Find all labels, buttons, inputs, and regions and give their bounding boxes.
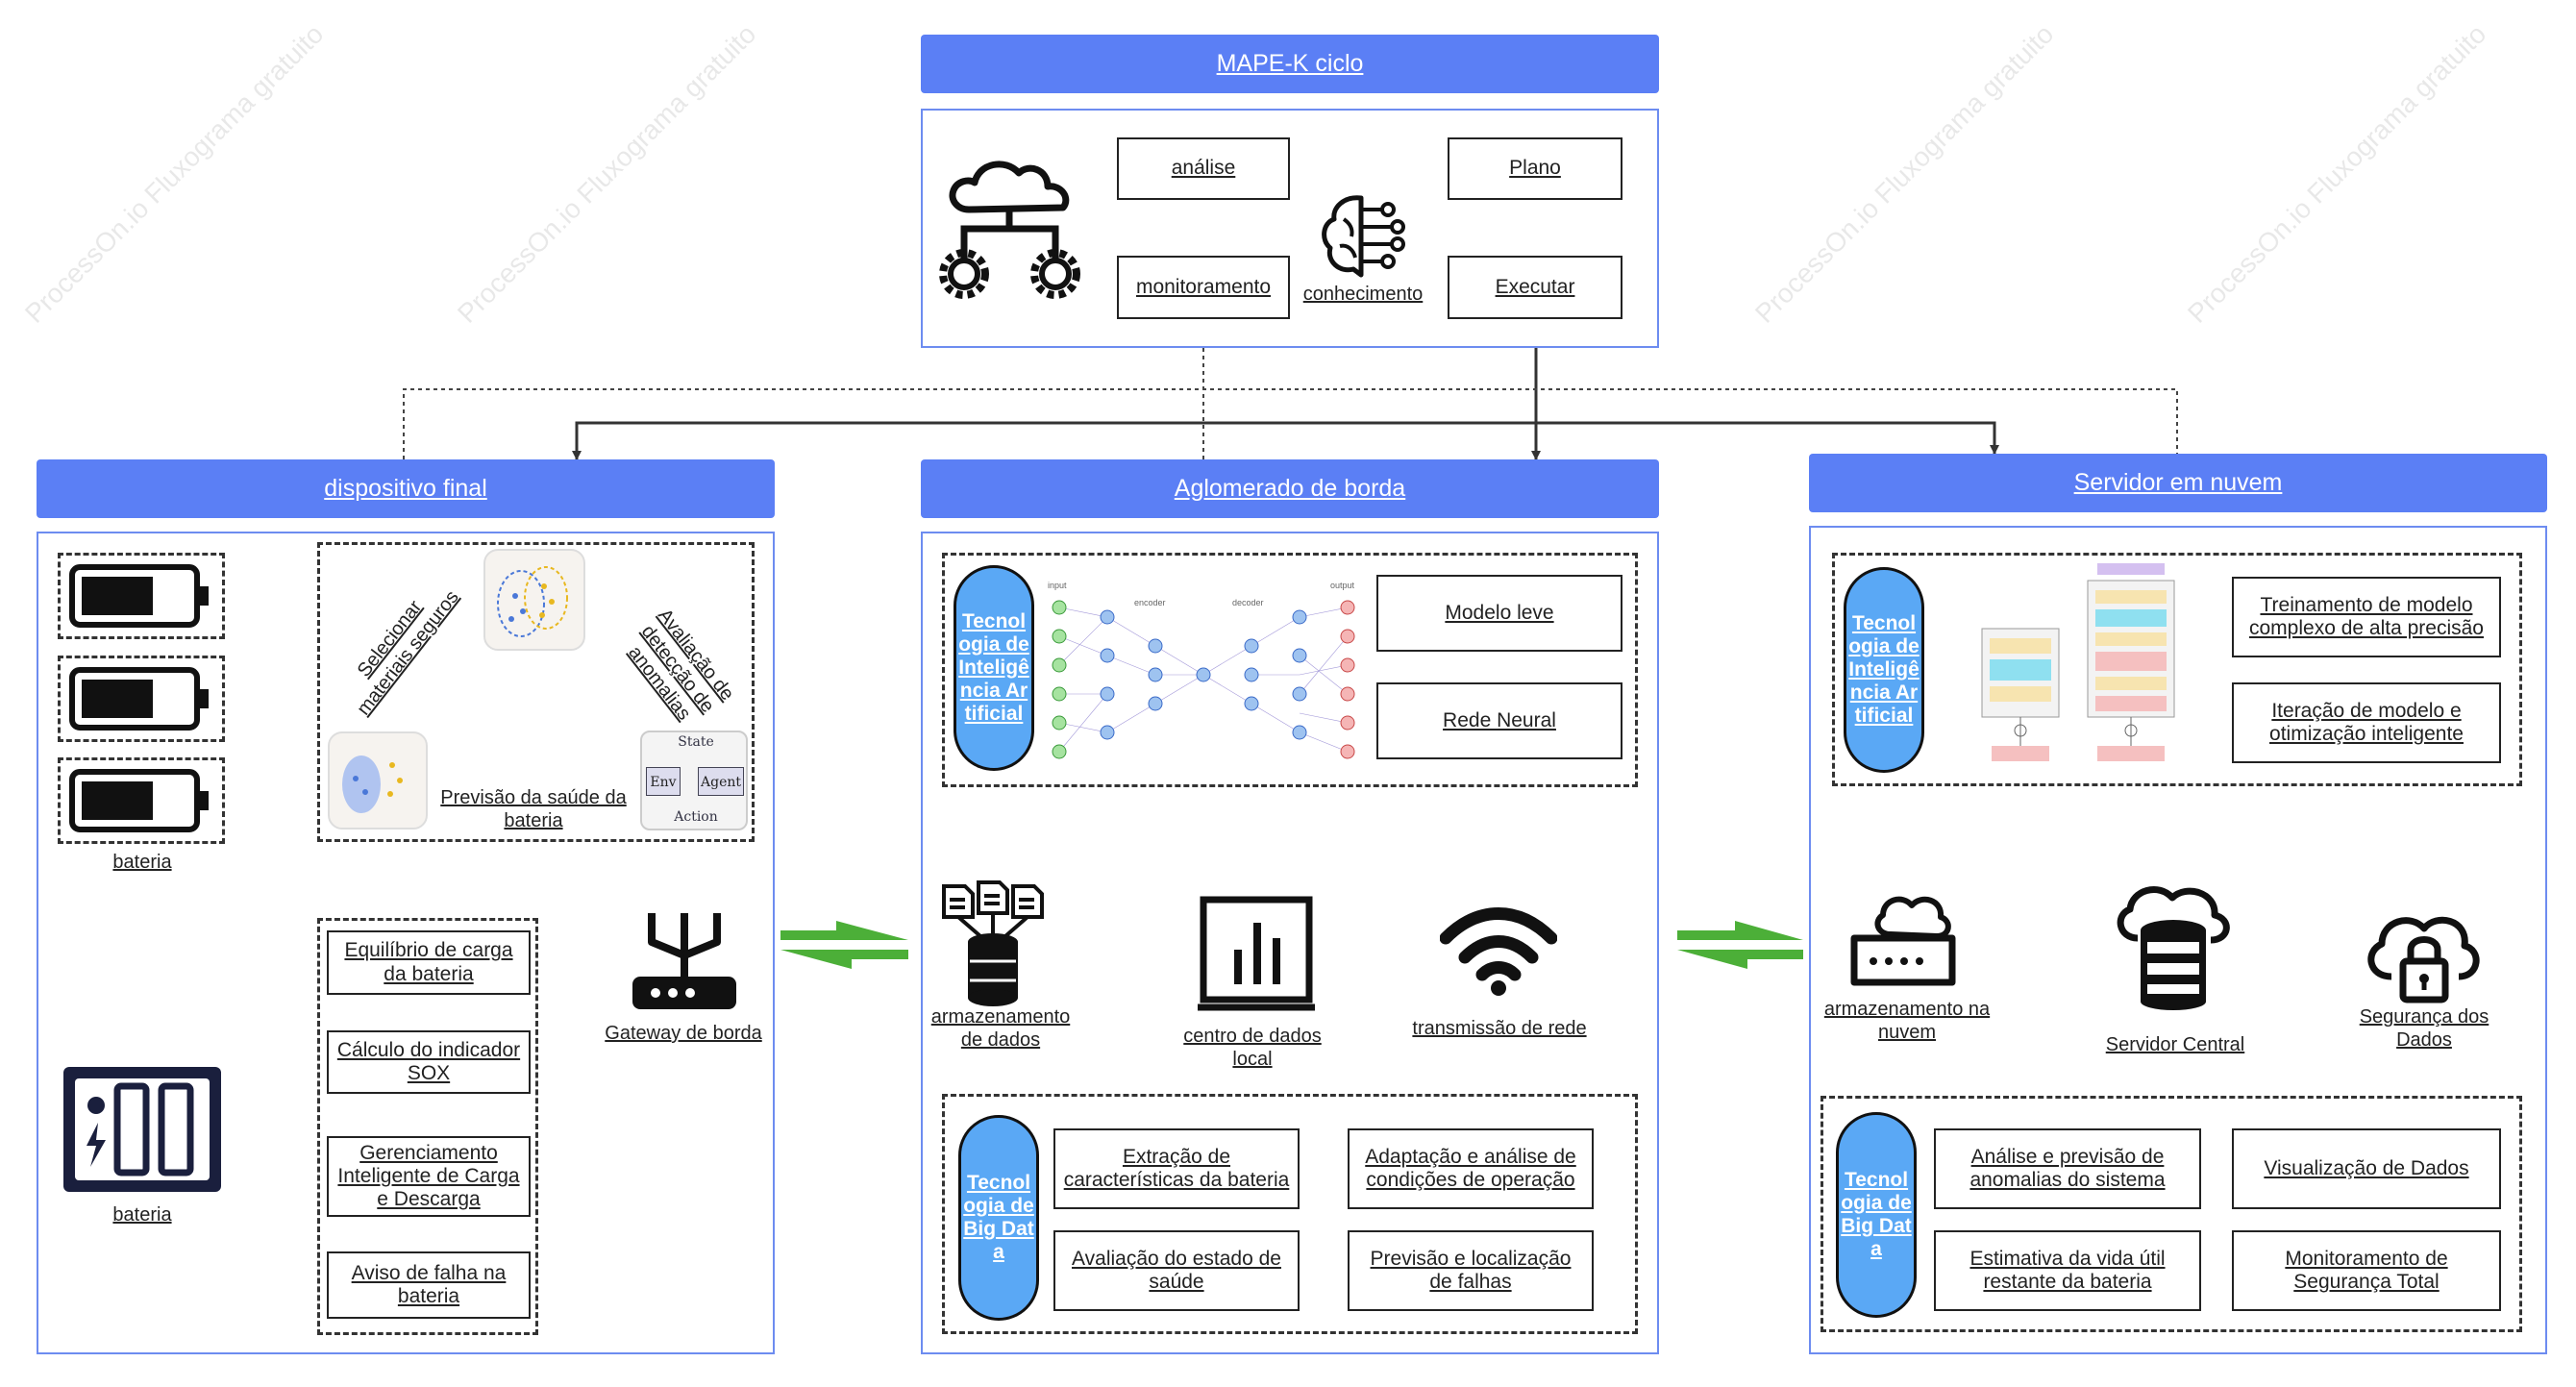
executar-box: Executar [1448,256,1622,319]
rl-diagram: State Env Agent Action [640,731,748,830]
cloud-ai-group [1832,553,2522,786]
mapek-header: MAPE-K ciclo [921,35,1659,93]
brain-icon [1322,195,1405,278]
battery-slot [58,553,225,639]
bar-chart-icon [1198,896,1315,1011]
extracao-box: Extração de características da bateria [1053,1128,1300,1209]
analise-box: análise [1117,137,1290,200]
previsao-label: Previsão da saúde da bateria [440,787,627,831]
monitoramento-box: monitoramento [1117,256,1290,319]
steps-group [317,918,538,1335]
seguranca-label: Segurança dos Dados [2359,1006,2489,1051]
nn-input-label: input [1048,581,1067,590]
step-box: Equilíbrio de carga da bateria [327,930,531,995]
wifi-icon [1440,907,1557,996]
battery-icon [69,667,209,731]
armazenamento-nuvem-label: armazenamento na nuvem [1823,999,1991,1043]
exchange-arrow-right [1677,921,1803,969]
cloud-lock-icon [2367,916,2480,1003]
step-box: Aviso de falha na bateria [327,1251,531,1319]
previsao-falhas-box: Previsão e localização de falhas [1348,1230,1594,1311]
neural-network-icon [1052,600,1355,759]
transformer-architecture-icon [1981,563,2175,761]
rl-action-label: Action [674,809,718,825]
rl-state-label: State [678,734,714,750]
line-executar-branches [575,421,1996,459]
line-feedback-dotted [403,388,2178,459]
rl-env-box: Env [646,767,681,796]
database-docs-icon [942,880,1044,1006]
estimativa-box: Estimativa da vida útil restante da bate… [1934,1230,2201,1311]
step-box: Cálculo do indicador SOX [327,1030,531,1094]
avaliacao-estado-box: Avaliação do estado de saúde [1053,1230,1300,1311]
gateway-icon [632,913,736,1009]
analise-previsao-box: Análise e previsão de anomalias do siste… [1934,1128,2201,1209]
edge-bigdata-group [942,1094,1638,1334]
transmissao-label: transmissão de rede [1412,1018,1587,1039]
nn-decoder-label: decoder [1232,598,1264,607]
battery-icon [69,769,209,832]
adaptacao-box: Adaptação e análise de condições de oper… [1348,1128,1594,1209]
edge-ai-pill: Tecnologia de Inteligência Artificial [954,565,1034,771]
exchange-arrow-left [780,921,908,969]
iteracao-box: Iteração de modelo e otimização intelige… [2232,682,2501,763]
monitoramento-seguranca-box: Monitoramento de Segurança Total [2232,1230,2501,1311]
visualizacao-box: Visualização de Dados [2232,1128,2501,1209]
device-header: dispositivo final [37,459,775,518]
edge-header: Aglomerado de borda [921,459,1659,518]
step-box: Gerenciamento Inteligente de Carga e Des… [327,1136,531,1217]
treinamento-box: Treinamento de modelo complexo de alta p… [2232,577,2501,657]
battery-pack-icon [63,1067,221,1192]
edge-panel [921,532,1659,1354]
edge-bigdata-pill: Tecnologia de Big Data [958,1115,1039,1321]
armazenamento-dados-label: armazenamento de dados [930,1006,1071,1051]
cloud-gears-icon [939,161,1080,299]
cloud-bigdata-group [1821,1096,2522,1332]
centro-dados-label: centro de dados local [1183,1026,1322,1070]
battery-icon [69,564,209,628]
plano-box: Plano [1448,137,1622,200]
rede-neural-box: Rede Neural [1376,682,1622,759]
cloud-header: Servidor em nuvem [1809,454,2547,512]
cluster-split-icon [328,731,428,830]
cloud-storage-icon [1850,896,1956,986]
nn-output-label: output [1330,581,1355,590]
cloud-ai-pill: Tecnologia de Inteligência Artificial [1844,567,1924,773]
nn-encoder-label: encoder [1134,598,1166,607]
rl-cycle-group [317,542,755,842]
modelo-leve-box: Modelo leve [1376,575,1622,652]
battery-slot [58,656,225,742]
servidor-central-label: Servidor Central [2105,1034,2245,1055]
cloud-bigdata-pill: Tecnologia de Big Data [1836,1112,1917,1318]
battery-slot [58,757,225,844]
rl-agent-box: Agent [698,767,744,796]
conhecimento-label: conhecimento [1302,284,1424,305]
gateway-label: Gateway de borda [605,1023,762,1044]
cluster-icon [483,549,585,651]
bateria-label-top: bateria [112,852,172,873]
bateria-label-bottom: bateria [112,1204,172,1226]
central-server-icon [2117,886,2230,1010]
edge-ai-group [942,553,1638,787]
